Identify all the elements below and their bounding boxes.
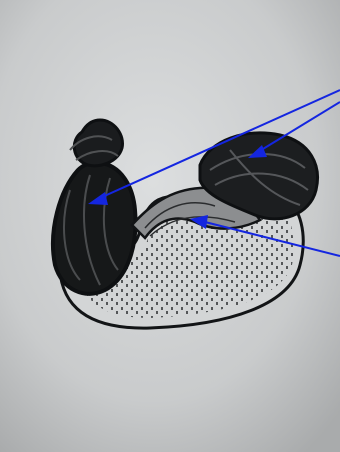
drawing-canvas (0, 0, 340, 452)
sketch-photo (0, 0, 340, 452)
